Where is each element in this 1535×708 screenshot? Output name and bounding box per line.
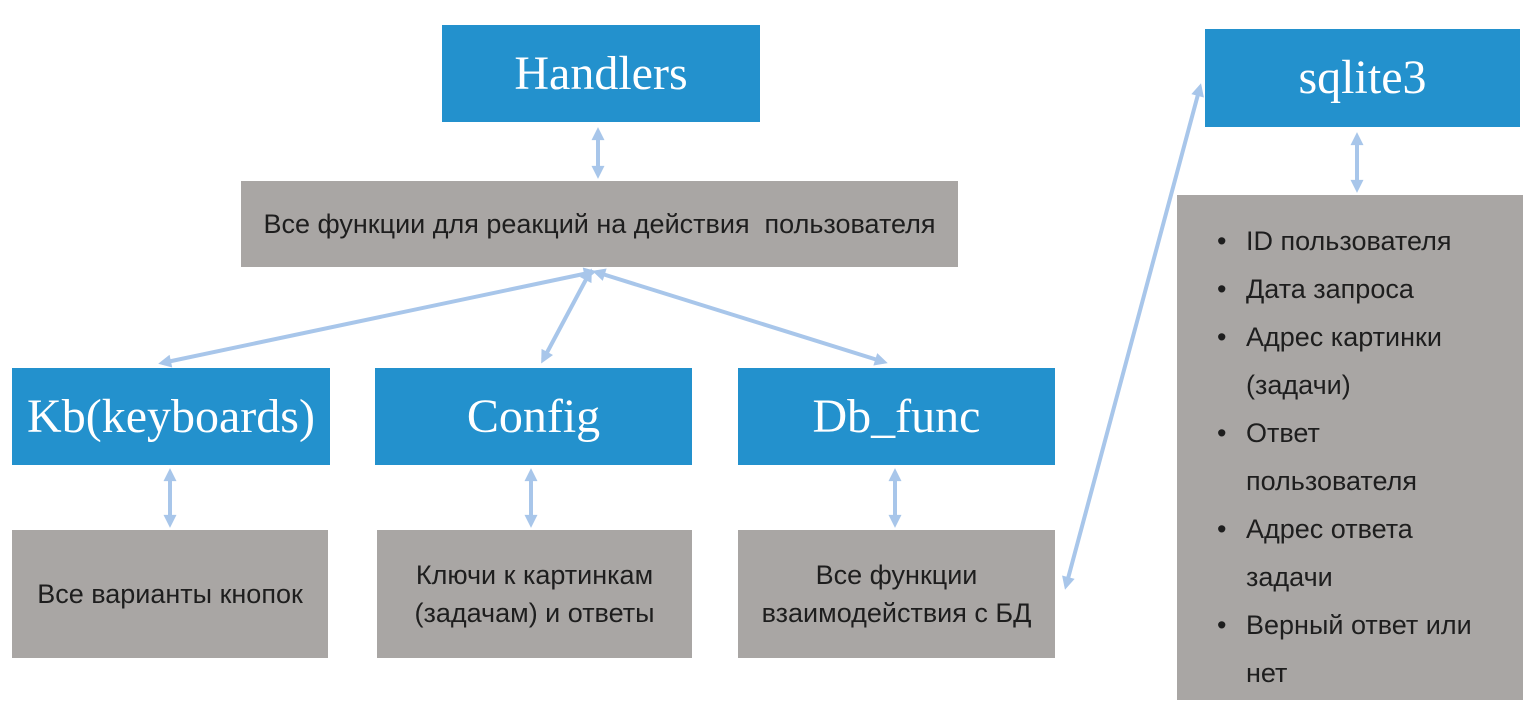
note-config: Ключи к картинкам (задачам) и ответы: [377, 530, 692, 658]
list-item: Адрес картинки (задачи): [1177, 313, 1505, 409]
node-handlers-label: Handlers: [514, 46, 688, 100]
note-handlers-text: Все функции для реакций на действия поль…: [263, 209, 936, 239]
node-sqlite3: sqlite3: [1205, 29, 1520, 127]
sqlite3-field-list: ID пользователяДата запросаАдрес картинк…: [1177, 217, 1505, 697]
arrow-note-config: [541, 268, 592, 364]
arrow-note-kb: [158, 267, 597, 368]
node-config-label: Config: [466, 389, 601, 443]
list-item: Адрес ответа задачи: [1177, 505, 1505, 601]
list-item: Верный ответ или нет: [1177, 601, 1505, 697]
node-db-func: Db_func: [738, 368, 1055, 465]
note-handlers: Все функции для реакций на действия поль…: [241, 181, 958, 267]
node-sqlite3-label: sqlite3: [1298, 51, 1427, 104]
list-item: ID пользователя: [1177, 217, 1505, 265]
node-handlers: Handlers: [442, 25, 760, 122]
node-config: Config: [375, 368, 692, 465]
node-db-func-label: Db_func: [812, 389, 981, 443]
note-db-func: Все функции взаимодействия с БД: [738, 530, 1055, 658]
note-db-func-text: Все функции взаимодействия с БД: [761, 560, 1032, 628]
node-kb-keyboards: Kb(keyboards): [12, 368, 330, 465]
arrow-note-dbfunc: [592, 268, 888, 366]
list-item: Ответ пользователя: [1177, 409, 1505, 505]
node-kb-keyboards-label: Kb(keyboards): [27, 389, 315, 443]
note-sqlite3-fields: ID пользователяДата запросаАдрес картинк…: [1177, 195, 1523, 700]
note-kb-keyboards: Все варианты кнопок: [12, 530, 328, 658]
list-item: Дата запроса: [1177, 265, 1505, 313]
note-kb-keyboards-text: Все варианты кнопок: [37, 579, 303, 609]
note-config-text: Ключи к картинкам (задачам) и ответы: [414, 560, 655, 628]
